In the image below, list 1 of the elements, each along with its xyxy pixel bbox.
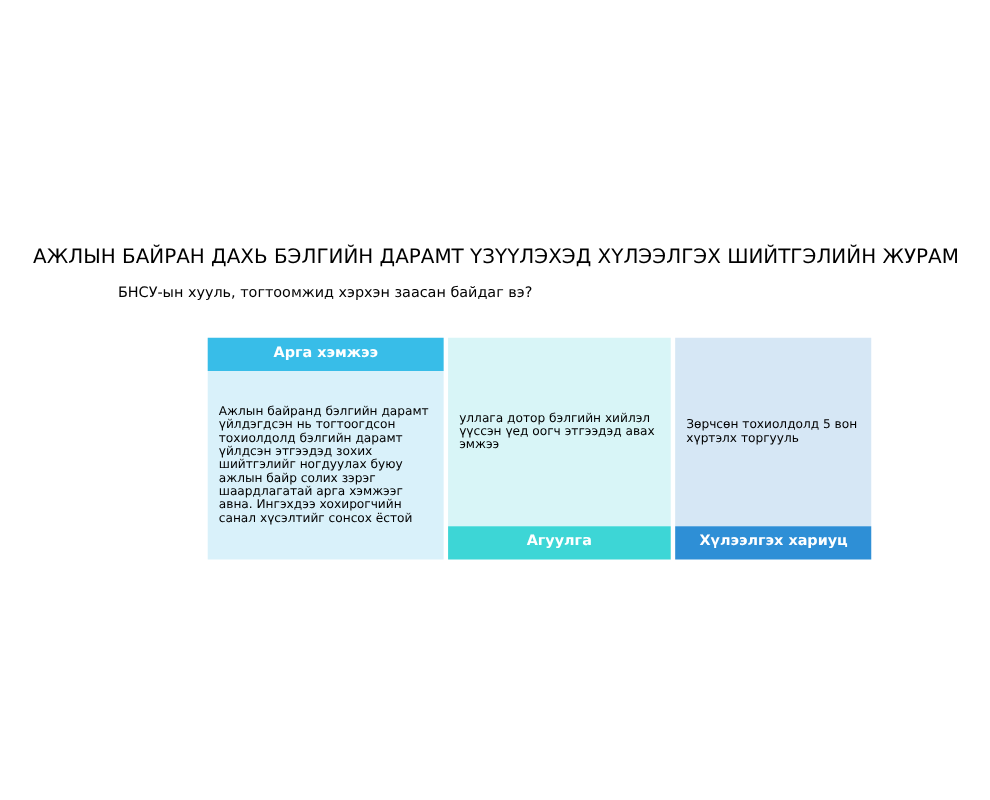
diagram-title: АЖЛЫН БАЙРАН ДАХЬ БЭЛГИЙН ДАРАМТ ҮЗҮҮЛЭХЭД ХҮЛЭЭЛГЭХ ШИЙТГЭЛИЙН ЖУРАМ	[32, 245, 958, 268]
